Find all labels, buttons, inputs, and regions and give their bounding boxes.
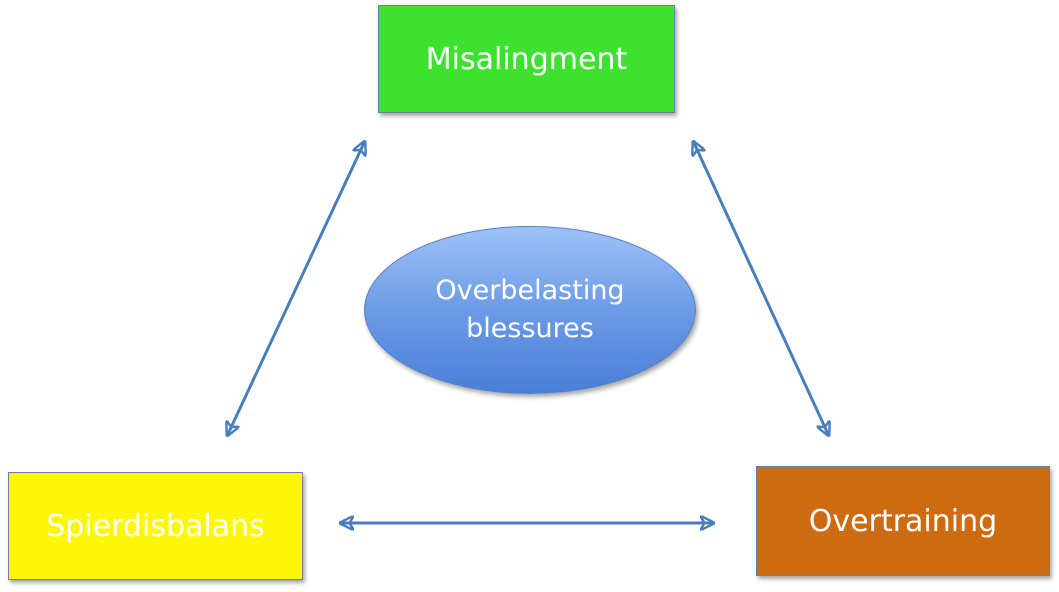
node-spierdisbalans-label: Spierdisbalans bbox=[46, 508, 265, 544]
node-misalingment-label: Misalingment bbox=[425, 41, 628, 77]
center-label-line1: Overbelasting bbox=[435, 275, 625, 306]
node-overtraining-label: Overtraining bbox=[808, 503, 998, 539]
arrow-top-left bbox=[228, 143, 364, 434]
node-misalingment: Misalingment bbox=[378, 5, 675, 113]
arrow-top-right bbox=[694, 143, 828, 434]
center-ellipse: Overbelasting blessures bbox=[364, 226, 696, 394]
center-label-line2: blessures bbox=[466, 313, 594, 344]
node-spierdisbalans: Spierdisbalans bbox=[8, 472, 303, 580]
node-overtraining: Overtraining bbox=[756, 466, 1050, 576]
